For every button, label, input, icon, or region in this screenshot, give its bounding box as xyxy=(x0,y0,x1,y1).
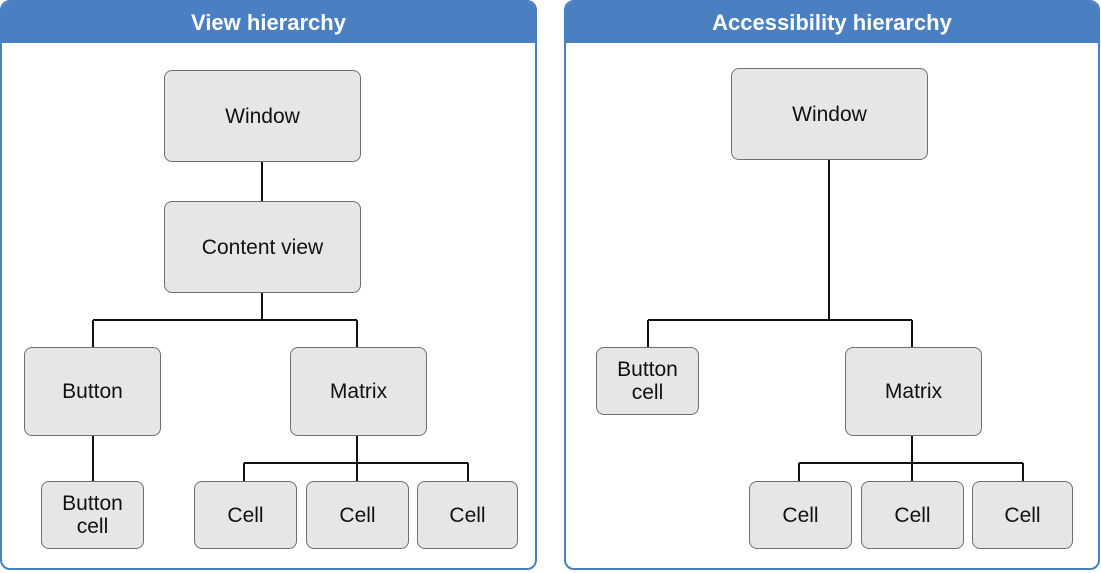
view-hierarchy-title: View hierarchy xyxy=(2,2,535,43)
accessibility-hierarchy-connectors xyxy=(647,159,1024,481)
accessibility-hierarchy-panel: Accessibility hierarchy Window Button ce… xyxy=(564,0,1100,570)
cell-node: Cell xyxy=(861,481,964,549)
cell-node: Cell xyxy=(194,481,297,549)
window-node: Window xyxy=(731,68,928,160)
button-cell-node: Button cell xyxy=(41,481,144,549)
button-cell-node: Button cell xyxy=(596,347,699,415)
matrix-node: Matrix xyxy=(845,347,982,436)
cell-node: Cell xyxy=(749,481,852,549)
cell-node: Cell xyxy=(417,481,518,549)
cell-node: Cell xyxy=(306,481,409,549)
view-hierarchy-connectors xyxy=(92,161,469,481)
content-view-node: Content view xyxy=(164,201,361,293)
cell-node: Cell xyxy=(972,481,1073,549)
accessibility-hierarchy-title: Accessibility hierarchy xyxy=(566,2,1098,43)
window-node: Window xyxy=(164,70,361,162)
view-hierarchy-panel: View hierarchy Window Content view Butto… xyxy=(0,0,537,570)
matrix-node: Matrix xyxy=(290,347,427,436)
button-node: Button xyxy=(24,347,161,436)
